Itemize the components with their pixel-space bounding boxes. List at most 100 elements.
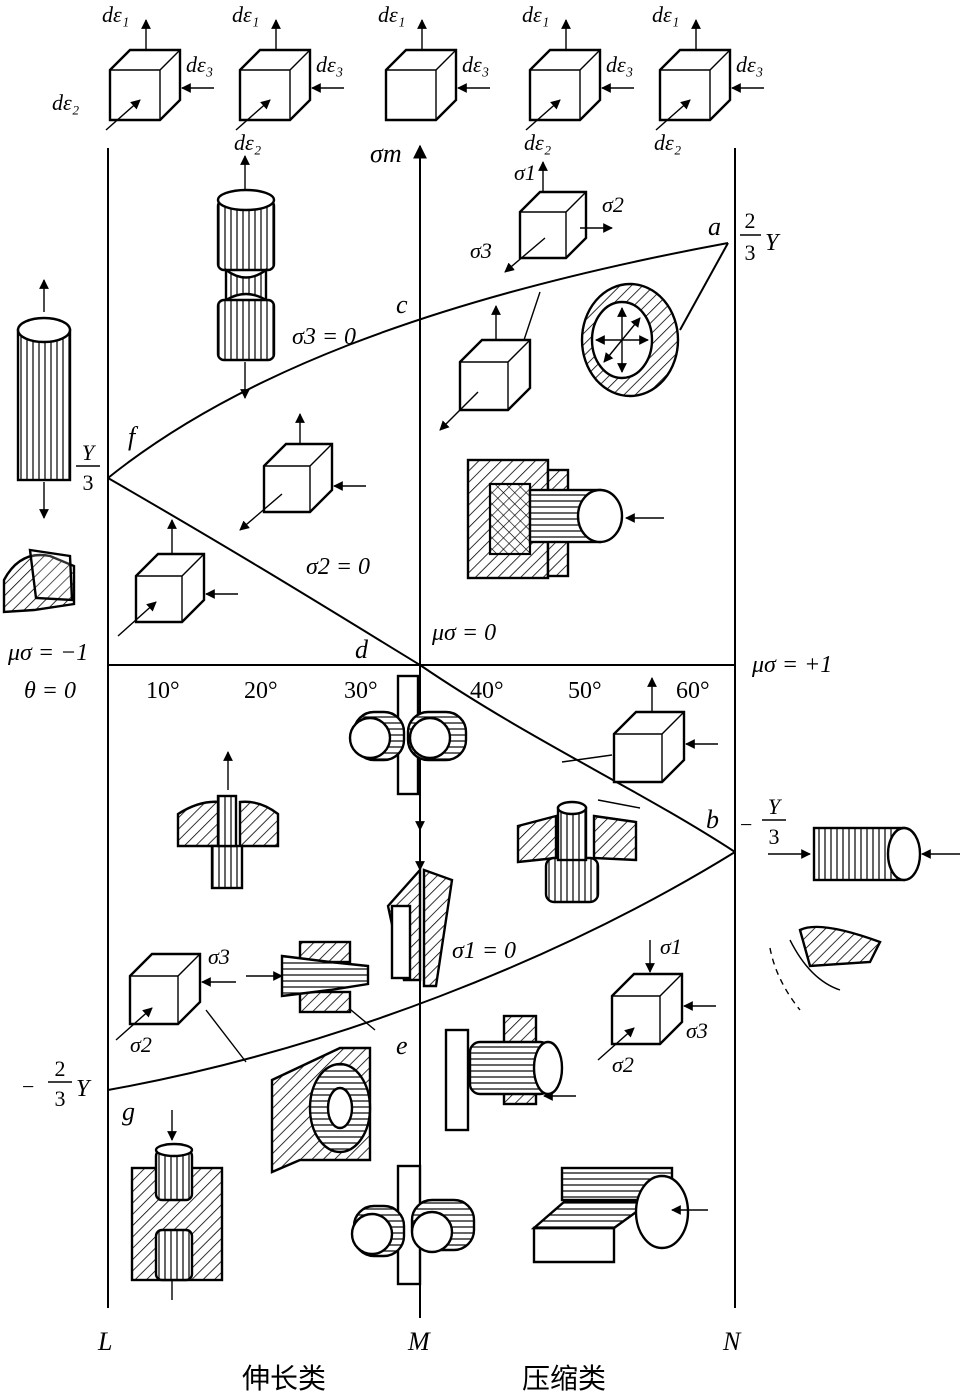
leader-1 xyxy=(523,291,541,341)
sigma-m-label: σm xyxy=(370,139,402,168)
svg-text:σ1: σ1 xyxy=(660,934,682,959)
lode-center-label: μσ = 0 xyxy=(431,620,496,646)
backward-extrusion-illustration xyxy=(444,1014,576,1132)
svg-text:2: 2 xyxy=(745,208,756,233)
strain-d-eps2-label: dε₂ xyxy=(234,130,262,155)
curve-g-b xyxy=(107,851,736,1091)
point-c-label: c xyxy=(396,290,408,319)
point-d-label: d xyxy=(355,635,369,664)
collar-forming-illustration xyxy=(516,800,638,904)
curve-f-d xyxy=(107,477,421,666)
strain-d-eps3-label: dε₃ xyxy=(462,52,489,77)
strain-cube-1: dε₁ dε₃ dε₂ xyxy=(52,2,214,131)
angle-label: 20° xyxy=(244,678,278,704)
leader-4 xyxy=(205,1009,247,1063)
stress-cube-mid-left xyxy=(239,413,366,531)
strain-cube-3: dε₁ dε₃ xyxy=(378,2,490,122)
strain-d-eps2-label: dε₂ xyxy=(52,90,80,115)
sigma3-zero-label: σ3 = 0 xyxy=(292,324,356,350)
strain-d-eps2-label: dε₂ xyxy=(654,130,682,155)
svg-text:σ2: σ2 xyxy=(612,1052,634,1077)
svg-text:Y: Y xyxy=(82,440,97,465)
svg-text:σ3: σ3 xyxy=(686,1018,708,1043)
stress-cube-left-lower: σ3 σ2 xyxy=(115,944,236,1057)
svg-text:σ2: σ2 xyxy=(130,1032,152,1057)
point-e-label: e xyxy=(396,1031,408,1060)
theta-label: θ = 0 xyxy=(24,678,76,704)
point-b-label: b xyxy=(706,805,719,834)
strain-d-eps3-label: dε₃ xyxy=(316,52,343,77)
point-f-label: f xyxy=(128,422,139,451)
compression-cylinder-illustration xyxy=(768,826,960,882)
f-value: Y 3 xyxy=(76,440,100,495)
strain-cube-2: dε₁ dε₃ dε₂ xyxy=(232,2,344,155)
category-elongation-label: 伸长类 xyxy=(242,1362,326,1395)
point-a-label: a xyxy=(708,212,721,241)
edge-a xyxy=(679,242,729,331)
strain-d-eps2-label: dε₂ xyxy=(524,130,552,155)
stress-cube-upper-right xyxy=(439,305,532,431)
angle-label: 10° xyxy=(146,678,180,704)
flat-rolling-illustration xyxy=(530,1166,708,1264)
shrink-flange-illustration xyxy=(769,925,882,1011)
svg-text:3: 3 xyxy=(745,240,756,265)
svg-text:3: 3 xyxy=(55,1086,66,1111)
upsetting-die-illustration xyxy=(130,1110,224,1300)
svg-text:−: − xyxy=(22,1074,34,1099)
tube-reduction-illustration xyxy=(246,940,370,1014)
leader-2 xyxy=(561,754,613,763)
svg-text:3: 3 xyxy=(769,824,780,849)
flange-sheet-illustration xyxy=(2,548,76,614)
svg-text:σ2: σ2 xyxy=(602,192,624,217)
svg-text:σ1: σ1 xyxy=(514,160,536,185)
svg-text:σ3: σ3 xyxy=(470,238,492,263)
extrusion-die-illustration xyxy=(466,458,664,580)
svg-text:σ3: σ3 xyxy=(208,944,230,969)
sigma1-zero-label: σ1 = 0 xyxy=(452,938,516,964)
tension-necking-illustration xyxy=(216,155,276,399)
rolling-lower-illustration xyxy=(350,1164,476,1286)
b-value: − Y 3 xyxy=(740,794,786,849)
svg-text:2: 2 xyxy=(55,1056,66,1081)
curve-f-a xyxy=(107,242,729,479)
category-compression-label: 压缩类 xyxy=(522,1362,606,1395)
strain-d-eps1-label: dε₁ xyxy=(522,2,549,27)
strain-d-eps3-label: dε₃ xyxy=(186,52,213,77)
svg-text:Y: Y xyxy=(768,794,783,819)
lode-left-label: μσ = −1 xyxy=(7,640,88,666)
tension-cylinder-illustration xyxy=(16,279,72,519)
angle-labels: 10°20°30°40°50°60° xyxy=(146,678,710,704)
svg-text:3: 3 xyxy=(83,470,94,495)
stress-cube-right-lower: σ1 σ3 σ2 xyxy=(597,934,716,1077)
lode-right-label: μσ = +1 xyxy=(751,652,832,678)
stress-cube-lower-left xyxy=(117,519,238,637)
angle-label: 40° xyxy=(470,678,504,704)
ring-expansion-die-illustration xyxy=(270,1046,372,1174)
strain-cube-4: dε₁ dε₃ dε₂ xyxy=(522,2,634,155)
rolling-upper-illustration xyxy=(348,674,468,831)
strain-d-eps1-label: dε₁ xyxy=(378,2,405,27)
hole-flanging-illustration xyxy=(176,751,280,890)
strain-d-eps1-label: dε₁ xyxy=(102,2,129,27)
strain-d-eps1-label: dε₁ xyxy=(652,2,679,27)
strain-d-eps3-label: dε₃ xyxy=(736,52,763,77)
line-M-label: M xyxy=(407,1327,431,1356)
a-value: 2 3 Y xyxy=(740,208,781,265)
g-value: − 2 3 Y xyxy=(22,1056,92,1111)
angle-label: 50° xyxy=(568,678,602,704)
curve-d-b xyxy=(419,664,736,853)
point-g-label: g xyxy=(122,1097,135,1126)
stress-cube-top: σ1 σ2 σ3 xyxy=(470,160,624,273)
stress-cube-right xyxy=(612,677,718,784)
strain-cube-5: dε₁ dε₃ dε₂ xyxy=(652,2,764,155)
leader-3 xyxy=(597,799,641,809)
strain-d-eps3-label: dε₃ xyxy=(606,52,633,77)
line-N-label: N xyxy=(722,1327,742,1356)
svg-text:Y: Y xyxy=(765,230,781,256)
svg-text:−: − xyxy=(740,812,752,837)
line-L-label: L xyxy=(97,1327,112,1356)
sigma2-zero-label: σ2 = 0 xyxy=(306,554,370,580)
angle-label: 30° xyxy=(344,678,378,704)
strain-d-eps1-label: dε₁ xyxy=(232,2,259,27)
